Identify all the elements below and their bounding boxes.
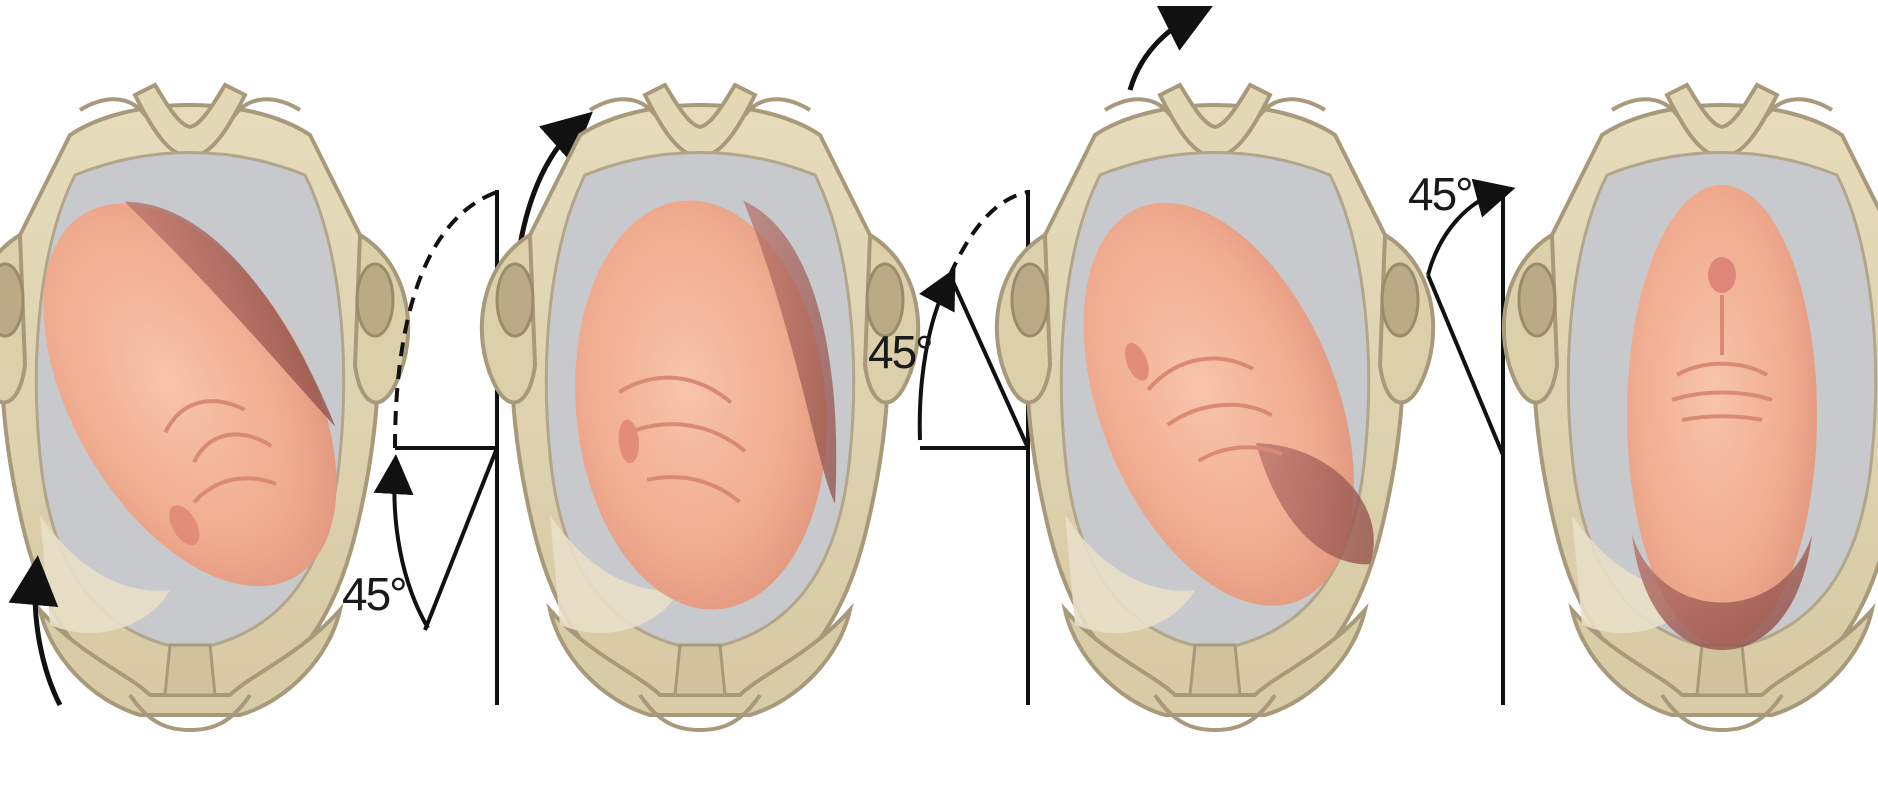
pelvis-stage-1 bbox=[0, 85, 408, 730]
angle-label-2: 45° bbox=[868, 326, 932, 378]
rotation-arrow-icon bbox=[1130, 15, 1195, 90]
angle-indicator-3: 45° bbox=[1408, 168, 1503, 705]
pelvis-stage-2 bbox=[482, 85, 918, 730]
pelvis-stage-3 bbox=[997, 85, 1433, 730]
angle-label-1: 45° bbox=[342, 568, 406, 620]
fetal-head-stage-4 bbox=[1627, 185, 1817, 650]
angle-label-3: 45° bbox=[1408, 168, 1472, 220]
pelvis-stage-4 bbox=[1504, 85, 1878, 730]
